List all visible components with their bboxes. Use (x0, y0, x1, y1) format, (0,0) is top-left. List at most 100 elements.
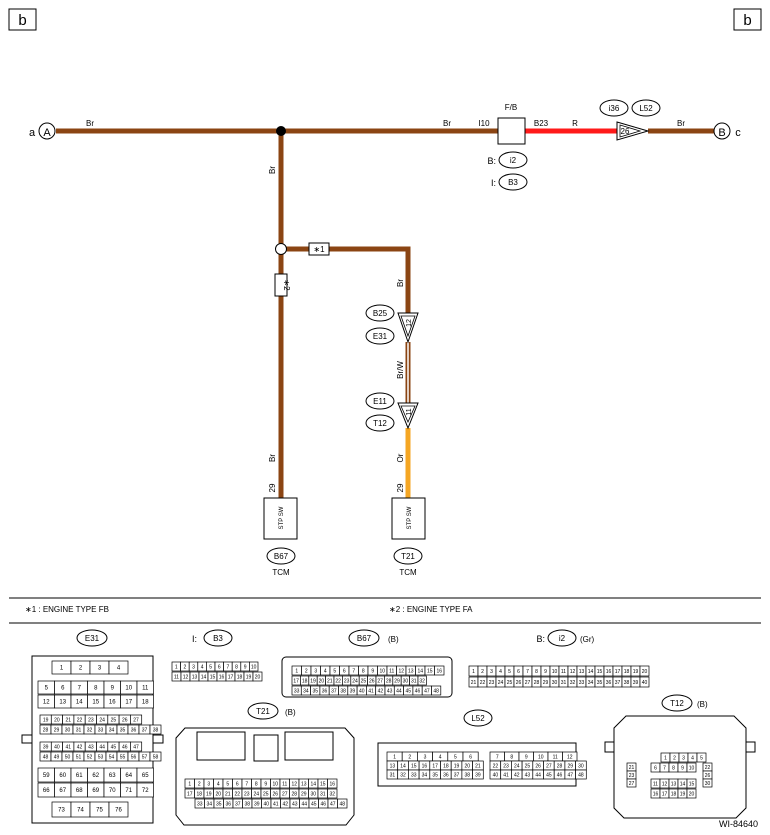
pin-number: 39 (254, 801, 260, 807)
pin-number: 19 (310, 678, 316, 684)
conn-i36-ref: i36 (609, 104, 620, 113)
pin-number: 12 (43, 700, 50, 706)
pin-cell (639, 665, 650, 677)
pin-number: 8 (362, 668, 365, 674)
pin-number: 20 (464, 763, 470, 769)
pin-label-b23: B23 (534, 119, 549, 128)
i2-prefix: B: (536, 634, 545, 644)
pin-number: 14 (76, 700, 83, 706)
pin-number: 16 (606, 669, 612, 675)
pin-number: 6 (61, 686, 65, 692)
pin-number: 76 (115, 808, 122, 814)
pin-number: 9 (525, 754, 528, 760)
pin-number: 9 (681, 765, 684, 771)
pin-number: 48 (43, 754, 49, 760)
t12-tab-right (745, 741, 756, 753)
pin-number: 39 (350, 688, 356, 694)
pin-number: 14 (588, 669, 594, 675)
pin-number: 3 (192, 664, 195, 670)
pin-cell (626, 778, 637, 788)
pin-number: 47 (330, 801, 336, 807)
note-star1: ∗1 (313, 245, 325, 254)
pin-number: 69 (92, 788, 99, 794)
pin-number: 14 (400, 763, 406, 769)
pin-number: 43 (292, 801, 298, 807)
pin-number: 17 (228, 674, 234, 680)
b67-ref: B67 (357, 634, 372, 643)
pin-number: 37 (615, 680, 621, 686)
pin-number: 43 (525, 772, 531, 778)
pin-number: 45 (111, 744, 117, 750)
tcm-right-ref-oval (393, 547, 423, 565)
pin-cell (686, 762, 697, 773)
b3-prefix: I: (192, 634, 197, 644)
pin-cell (252, 671, 263, 682)
pin-number: 27 (546, 763, 552, 769)
pin-number: 18 (142, 700, 149, 706)
upper-conn-ref1: B25 (373, 309, 388, 318)
tcm-right-ref: T21 (401, 552, 415, 561)
pin-number: 37 (235, 801, 241, 807)
pin-number: 19 (633, 669, 639, 675)
pin-number: 39 (43, 744, 49, 750)
pin-number: 13 (408, 668, 414, 674)
e31-ref: E31 (85, 634, 100, 643)
b67-suffix: (B) (388, 635, 399, 644)
pin-number: 4 (439, 754, 442, 760)
pin-number: 40 (642, 680, 648, 686)
pin-number: 23 (88, 717, 94, 723)
pin-number: 2 (198, 781, 201, 787)
pin-number: 20 (689, 791, 695, 797)
fuse-box (497, 117, 526, 145)
pin-number: 18 (196, 791, 202, 797)
pin-number: 21 (327, 678, 333, 684)
pin-number: 47 (133, 744, 139, 750)
pin-number: 74 (77, 808, 84, 814)
pin-number: 42 (77, 744, 83, 750)
l52-ref-oval (463, 709, 493, 727)
pin-number: 44 (99, 744, 105, 750)
pin-number: 44 (396, 688, 402, 694)
t21-latch-left (196, 731, 246, 761)
pin-number: 36 (131, 727, 137, 733)
pin-label-i10: I10 (478, 119, 490, 128)
pin-number: 70 (109, 788, 116, 794)
pin-number: 38 (624, 680, 630, 686)
t12-ref-oval (661, 694, 693, 712)
pin-number: 13 (192, 674, 198, 680)
pin-number: 26 (516, 680, 522, 686)
e31-tab-right (152, 734, 164, 744)
tcm-left-label: STP SW (279, 506, 285, 529)
pin-number: 39 (633, 680, 639, 686)
pin-number: 27 (525, 680, 531, 686)
pin-number: 11 (561, 669, 566, 675)
pin-number: 7 (663, 765, 666, 771)
pin-number: 24 (352, 678, 358, 684)
lower-conn-ref2: T12 (373, 419, 387, 428)
pin-number: 28 (534, 680, 540, 686)
pin-number: 41 (65, 744, 71, 750)
pin-number: 10 (379, 668, 385, 674)
tcm-right-label: STP SW (407, 506, 413, 529)
pin-number: 15 (427, 668, 433, 674)
pin-number: 34 (109, 727, 115, 733)
pin-number: 14 (680, 781, 686, 787)
pin-number: 39 (475, 772, 481, 778)
upper-conn-arrow-outer (397, 312, 419, 344)
pin-number: 30 (552, 680, 558, 686)
pin-number: 32 (87, 727, 93, 733)
pin-number: 23 (244, 791, 250, 797)
tcm-left-ref-oval (266, 547, 296, 565)
t12-tab-left (604, 741, 615, 753)
pin-number: 36 (225, 801, 231, 807)
pin-number: 44 (301, 801, 307, 807)
pin-number: 5 (454, 754, 457, 760)
pin-number: 1 (175, 664, 178, 670)
tcm-left-box (263, 497, 298, 540)
pin-number: 32 (400, 772, 406, 778)
